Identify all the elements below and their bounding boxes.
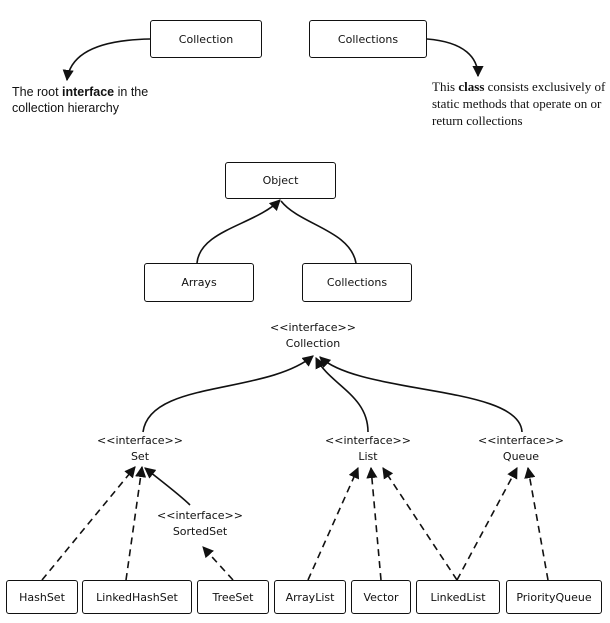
sortedset-interface-label: <<interface>> SortedSet (140, 508, 260, 540)
sortedset-stereotype: <<interface>> (157, 509, 243, 522)
set-stereotype: <<interface>> (97, 434, 183, 447)
sortedset-to-set-line (144, 467, 191, 506)
queue-to-collection-line (319, 356, 523, 433)
arrays-box: Arrays (144, 263, 254, 302)
collection-note-arrow (62, 38, 151, 82)
linkedlist-box: LinkedList (416, 580, 500, 614)
collection-stereotype: <<interface>> (270, 321, 356, 334)
set-to-collection-line (142, 355, 314, 433)
linkedhashset-box: LinkedHashSet (82, 580, 192, 614)
priorityqueue-box: PriorityQueue (506, 580, 602, 614)
treeset-box: TreeSet (197, 580, 269, 614)
collections-tree-box: Collections (302, 263, 412, 302)
sortedset-name: SortedSet (172, 525, 228, 538)
object-box: Object (225, 162, 336, 199)
vector-box: Vector (351, 580, 411, 614)
collections-note: This class consists exclusively of stati… (432, 79, 606, 128)
hashset-to-set-line (41, 466, 136, 581)
hashset-box: HashSet (6, 580, 78, 614)
vector-to-list-line (366, 466, 382, 581)
list-stereotype: <<interface>> (325, 434, 411, 447)
treeset-to-sortedset-line (202, 546, 234, 581)
list-name: List (358, 450, 378, 463)
arraylist-box: ArrayList (274, 580, 346, 614)
set-interface-label: <<interface>> Set (85, 433, 195, 465)
queue-name: Queue (502, 450, 540, 463)
arrays-to-object-line (196, 199, 281, 264)
collections-to-object-line (280, 200, 357, 264)
collection-name: Collection (285, 337, 341, 350)
arraylist-to-list-line (307, 466, 360, 581)
list-interface-label: <<interface>> List (313, 433, 423, 465)
collections-box: Collections (309, 20, 427, 58)
collections-note-arrow (426, 38, 484, 78)
collection-note: The root interface in the collection hie… (12, 85, 149, 115)
queue-interface-label: <<interface>> Queue (466, 433, 576, 465)
queue-stereotype: <<interface>> (478, 434, 564, 447)
set-name: Set (130, 450, 150, 463)
collection-interface-label: <<interface>> Collection (258, 320, 368, 352)
collection-box: Collection (150, 20, 262, 58)
priorityqueue-to-queue-line (524, 466, 549, 581)
linkedlist-to-queue-line (456, 467, 518, 581)
linkedlist-to-list-line (382, 467, 458, 581)
